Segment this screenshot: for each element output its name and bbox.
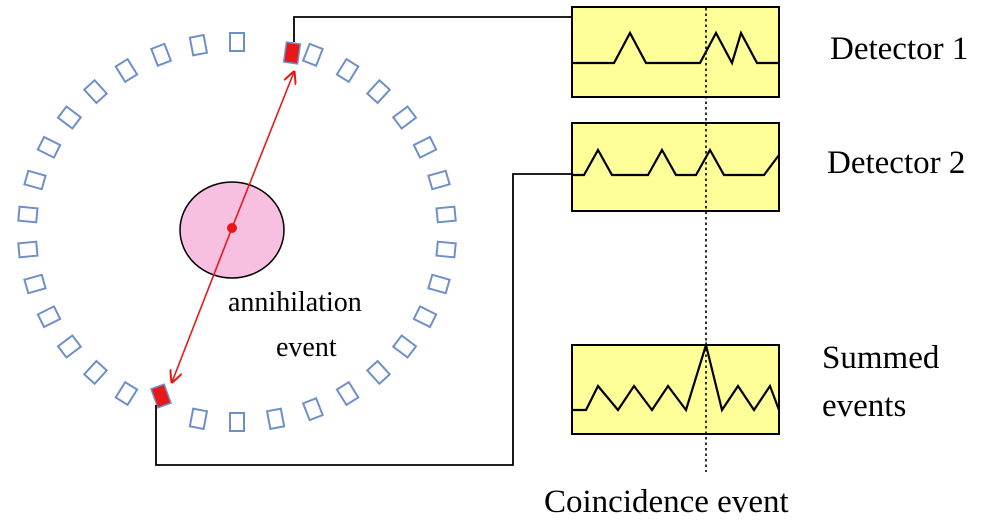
detector-block [391,334,418,359]
wire-detector2 [155,173,572,466]
annihilation-label-line1: annihilation [228,287,362,318]
detector-block [56,105,83,130]
detector-block [335,57,360,84]
detector-block [229,32,245,52]
summed-signal-panel [571,340,781,435]
detector-block [114,380,139,407]
detector-block [23,273,47,295]
detector2-label: Detector 2 [827,145,965,181]
detector-block [150,42,173,68]
detector-block [23,169,47,191]
line-of-response-lower [172,227,233,382]
detector-block [427,273,451,295]
detector-block [229,412,245,432]
detector-ring [17,32,457,432]
detector-block [365,78,392,105]
detector-block [188,407,209,431]
detector-block [36,305,62,329]
detector2-signal-panel [571,122,780,212]
detector-block [56,334,83,359]
detector-block [301,396,324,422]
detector-block [435,205,457,224]
line-of-response-upper [231,72,294,229]
detector1-label: Detector 1 [830,31,968,67]
annihilation-point [227,223,237,233]
annihilation-label-line2: event [276,332,337,363]
summed-label-line1: Summed [822,340,940,376]
coincidence-label: Coincidence event [544,484,789,520]
detector-block [301,42,324,68]
detector-block [36,135,62,159]
detector-block [82,359,109,386]
detector-block [17,205,39,224]
detector-block [82,78,109,105]
detector-block [391,105,418,130]
detector-block [365,359,392,386]
detector-block [427,169,451,191]
detector-block [412,135,438,159]
hit-detector-top [282,41,302,65]
detector1-signal-panel [571,6,780,98]
detector-block [435,240,457,259]
wire-detector1 [293,16,572,42]
detector-block [335,380,360,407]
detector-block [17,240,39,259]
detector-block [188,33,209,57]
detector-block [412,305,438,329]
summed-label-line2: events [822,388,906,424]
detector-block [265,407,286,431]
detector-block [114,57,139,84]
hit-detector-bottom [150,383,172,409]
